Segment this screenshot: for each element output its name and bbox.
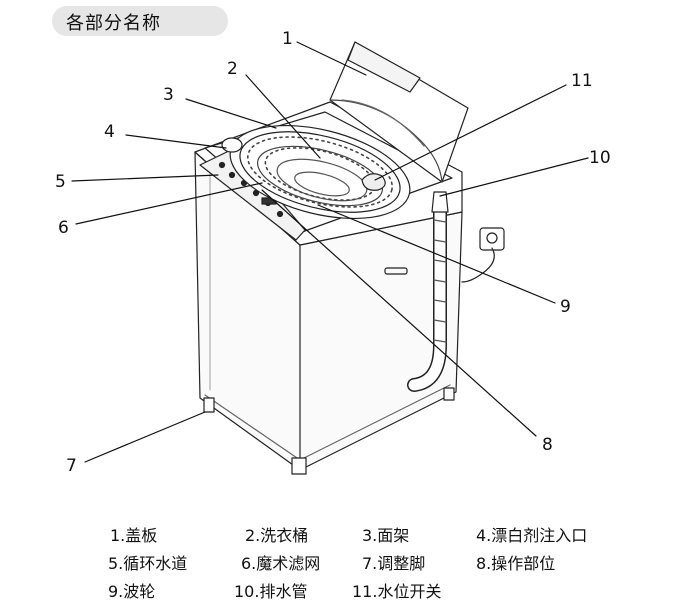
title-background: [52, 6, 228, 36]
side-badge: [384, 267, 408, 275]
cabinet: [194, 151, 463, 471]
callout-10: 10: [589, 148, 611, 168]
legend-item: 8.操作部位: [476, 554, 556, 573]
power-outlet: [461, 227, 505, 283]
legend-item: 3.面架: [362, 526, 410, 545]
legend-item: 11.水位开关: [352, 582, 442, 601]
legend-item: 10.排水管: [234, 582, 308, 601]
legend-item: 2.洗衣桶: [245, 526, 309, 545]
callout-6: 6: [58, 218, 69, 238]
leader-lines: [71, 41, 589, 463]
legend-item: 1.盖板: [110, 526, 158, 545]
callout-2: 2: [227, 59, 238, 79]
callout-7: 7: [66, 456, 77, 476]
callout-9: 9: [560, 297, 571, 317]
legend-item: 6.魔术滤网: [241, 554, 321, 573]
legend-item: 4.漂白剂注入口: [476, 526, 588, 545]
callout-5: 5: [55, 172, 66, 192]
callout-8: 8: [542, 435, 553, 455]
callout-11: 11: [571, 71, 593, 91]
legend-item: 7.调整脚: [362, 554, 426, 573]
legend-item: 5.循环水道: [108, 554, 188, 573]
drain-hose: [407, 191, 449, 392]
wash-tub: [221, 124, 411, 220]
control-panel: [199, 147, 306, 241]
callout-1: 1: [282, 29, 293, 49]
diagram-title: 各部分名称: [66, 13, 161, 34]
lid: [329, 41, 469, 183]
adjust-feet: [203, 387, 455, 475]
callout-4: 4: [104, 122, 115, 142]
callout-3: 3: [163, 85, 174, 105]
legend-item: 9.波轮: [108, 582, 156, 601]
